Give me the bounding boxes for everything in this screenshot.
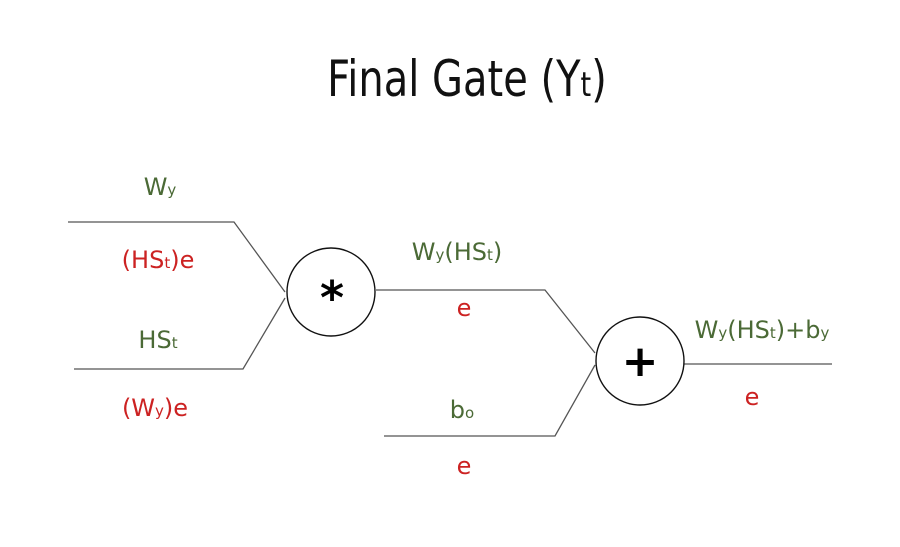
title-close: ) [591,50,607,109]
title-subscript: t [581,65,592,105]
label-wy-input: Wy [144,173,177,201]
add-node: + [595,316,685,406]
label-grad-hst-e: (HSt)e [122,246,195,274]
multiply-node: * [286,247,376,337]
label-hst-input: HSt [138,326,177,354]
title-main: Final Gate (Y [327,50,581,109]
add-symbol: + [622,336,659,387]
label-grad-wy-e: (Wy)e [122,394,188,422]
label-output: Wy(HSt)+by [695,316,830,344]
label-bo-input: bo [450,396,474,424]
label-grad-bo: e [457,452,472,480]
wire-multiply-to-add [376,289,596,354]
label-grad-output: e [745,383,760,411]
label-grad-mid: e [457,294,472,322]
multiply-symbol: * [320,271,344,325]
wire-wy-to-multiply [68,221,286,293]
wire-bo-to-add [384,364,596,437]
diagram-title: Final Gate (Yt) [327,50,607,109]
label-wy-hst: Wy(HSt) [412,238,503,266]
wire-hst-to-multiply [74,297,286,370]
add-node-circle [595,316,685,406]
multiply-node-circle [286,247,376,337]
